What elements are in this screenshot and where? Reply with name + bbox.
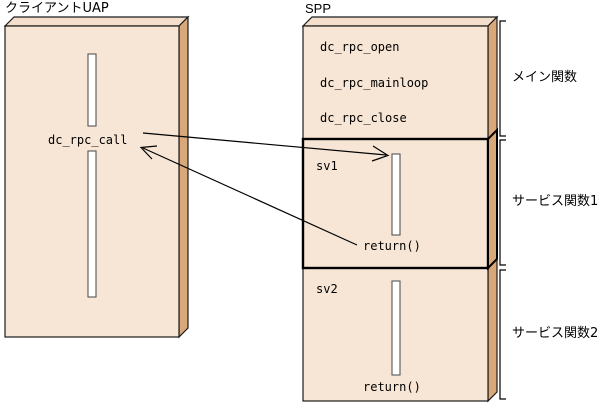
call-arrow-head [371, 145, 390, 162]
spp-box-top-face [301, 16, 499, 27]
return-arrow-line [142, 147, 358, 246]
client-uap-box [3, 15, 190, 339]
client-lower-lifeline-bar [87, 150, 97, 298]
spp-box [301, 15, 499, 403]
dc-rpc-open-label: dc_rpc_open [320, 40, 400, 54]
dc-rpc-mainloop-label: dc_rpc_mainloop [320, 76, 429, 90]
sv2-return-label: return() [363, 380, 421, 394]
sv2-name-label: sv2 [316, 282, 338, 296]
bracket-service-function-1 [499, 139, 506, 266]
dc-rpc-call-label: dc_rpc_call [48, 133, 128, 147]
bracket-label-service-function-1: サービス関数1 [512, 194, 599, 209]
sv1-section-side-highlight [487, 127, 498, 271]
sv2-lifeline-bar [391, 280, 401, 376]
dc-rpc-close-label: dc_rpc_close [320, 111, 407, 125]
return-arrow-head [139, 145, 158, 160]
bracket-label-main-function: メイン関数 [512, 70, 578, 85]
bracket-label-service-function-2: サービス関数2 [512, 326, 599, 341]
client-upper-lifeline-bar [87, 53, 97, 127]
sv1-name-label: sv1 [316, 159, 338, 173]
client-box-side-face [178, 15, 189, 339]
sv1-return-label: return() [363, 239, 421, 253]
bracket-main-function [499, 20, 506, 137]
bracket-layer [499, 20, 506, 400]
arrow-layer [139, 132, 390, 246]
call-arrow-line [142, 132, 387, 156]
client-uap-title: クライアントUAP [5, 1, 109, 16]
client-box-top-face [3, 16, 190, 27]
spp-title: SPP [305, 1, 332, 16]
bracket-service-function-2 [499, 269, 506, 400]
sv1-lifeline-bar [391, 153, 401, 236]
